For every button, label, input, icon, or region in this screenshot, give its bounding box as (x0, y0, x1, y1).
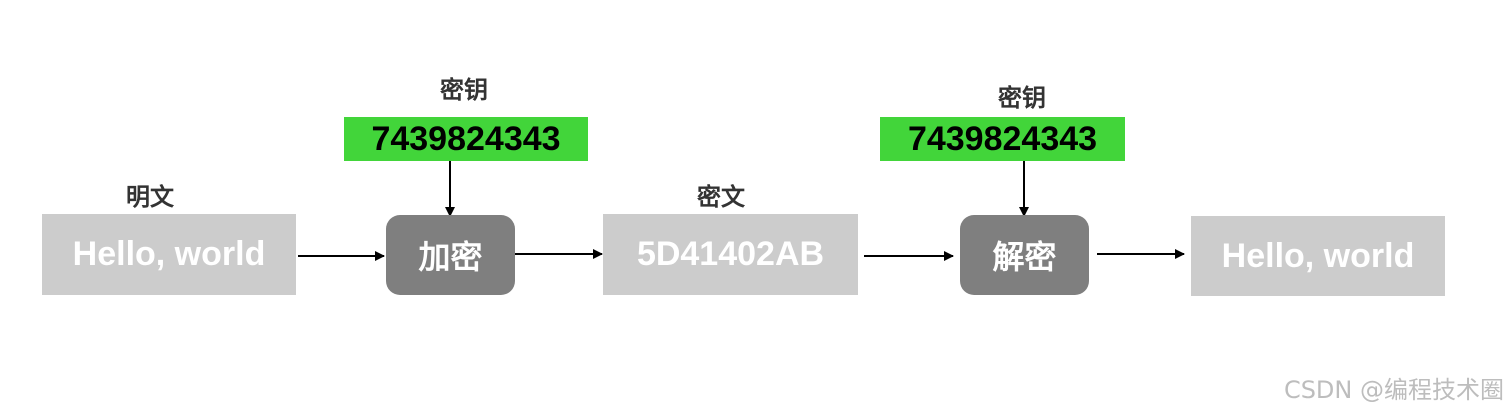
encrypt-key-box: 7439824343 (344, 117, 588, 161)
plaintext-label: 明文 (126, 183, 174, 211)
ciphertext-label: 密文 (697, 183, 745, 211)
decrypt-key-box: 7439824343 (880, 117, 1125, 161)
ciphertext-box: 5D41402AB (603, 214, 858, 295)
watermark-text: CSDN @编程技术圈 (1283, 376, 1504, 404)
decrypt-operation-box: 解密 (960, 215, 1089, 295)
decrypt-key-label: 密钥 (998, 84, 1046, 112)
plaintext-box: Hello, world (42, 214, 296, 295)
output-plaintext-box: Hello, world (1191, 216, 1445, 296)
encrypt-operation-box: 加密 (386, 215, 515, 295)
encrypt-key-label: 密钥 (440, 76, 488, 104)
